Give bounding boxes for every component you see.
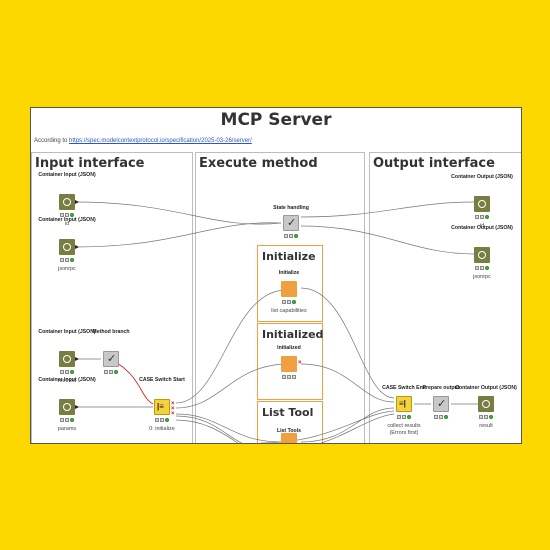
wire [300,201,475,218]
section-output-interface: Output interface [369,152,521,443]
subsection-title: Initialized [262,328,324,341]
node-label: Container Input (JSON) [38,172,96,178]
metanode-icon[interactable] [281,281,297,297]
node-status [60,370,74,374]
section-title: Output interface [373,156,495,171]
wire [320,413,395,443]
node-status [284,234,298,238]
node-status [479,415,493,419]
node-label: Container Output (JSON) [451,225,513,231]
node-label: CASE Switch End [382,385,426,391]
checkmark-icon[interactable] [103,351,119,367]
node-label: Container Input (JSON) [38,329,96,335]
node-caption: id [479,223,485,229]
node-status [60,258,74,262]
node-label: Initialize [278,270,300,276]
output-port[interactable] [75,199,79,204]
wire [175,419,239,443]
inactive-port-icon: × [171,411,175,417]
inactive-wire [116,362,154,405]
node-status [397,415,411,419]
section-title: Input interface [35,156,145,171]
node-caption: params [57,426,77,432]
checkmark-icon[interactable] [283,215,299,231]
node-label: Container Input (JSON) [38,377,96,383]
wire [74,201,282,225]
output-port[interactable] [75,244,79,249]
node-status [155,418,169,422]
wire [175,363,290,409]
node-label: Initialized [277,345,301,351]
node-caption: id [64,221,70,227]
subsection-title: Initialize [262,250,316,263]
wire [175,415,243,443]
section-input-interface: Input interface [31,152,193,443]
output-port[interactable] [75,404,79,409]
node-status [282,375,296,379]
container-input-icon[interactable] [59,239,75,255]
inactive-port-icon: × [298,360,302,366]
checkmark-icon[interactable] [433,396,449,412]
node-label: Container Input (JSON) [38,217,96,223]
caption-line: (Errors first) [389,429,419,436]
wire [175,413,282,443]
node-label: Method branch [92,329,130,335]
inactive-port-icon: × [171,401,175,407]
node-caption: method [57,378,77,384]
node-caption: 0: initialize [149,426,175,432]
container-output-icon[interactable] [474,247,490,263]
workflow-canvas: MCP Server According to https://spec.mod… [30,107,522,444]
connection-wires [74,201,478,443]
node-caption: jsonrpc [473,274,491,280]
spec-link[interactable]: https://spec.modelcontextprotocol.io/spe… [69,138,252,144]
container-input-icon[interactable] [59,399,75,415]
metanode-icon[interactable] [281,433,297,443]
container-input-icon[interactable] [59,194,75,210]
wire [300,225,475,255]
section-title: Execute method [199,156,318,171]
node-status [475,266,489,270]
node-status [60,418,74,422]
case-switch-end-icon[interactable] [396,396,412,412]
node-status [434,415,448,419]
node-label: Container Output (JSON) [455,385,517,391]
case-switch-icon[interactable] [154,399,170,415]
node-status [282,300,296,304]
node-caption: jsonrpc [58,266,76,272]
metanode-icon[interactable] [281,356,297,372]
node-status [475,215,489,219]
node-label: List Tools [276,428,302,434]
container-output-icon[interactable] [474,196,490,212]
wire [74,222,282,248]
wire [300,363,395,403]
node-caption: collect results (Errors first) [387,423,420,436]
node-caption: list capabilities [271,308,307,314]
node-label: State handling [273,205,309,211]
inactive-port-icon: × [171,406,175,412]
subtitle-prefix: According to [34,138,70,144]
node-status [60,213,74,217]
node-caption: result [479,423,493,429]
workflow-subtitle: According to https://spec.modelcontextpr… [34,138,252,144]
output-port[interactable] [75,356,79,361]
subsection-title: List Tool [262,406,314,419]
workflow-title: MCP Server [220,110,332,130]
wire [300,287,395,399]
container-output-icon[interactable] [478,396,494,412]
node-label: CASE Switch Start [139,377,185,383]
caption-line: collect results [387,423,421,429]
wire [175,289,287,404]
wire [300,407,395,443]
node-label: Container Output (JSON) [451,174,513,180]
node-label: Prepare output [422,385,460,391]
container-input-icon[interactable] [59,351,75,367]
node-status [104,370,118,374]
